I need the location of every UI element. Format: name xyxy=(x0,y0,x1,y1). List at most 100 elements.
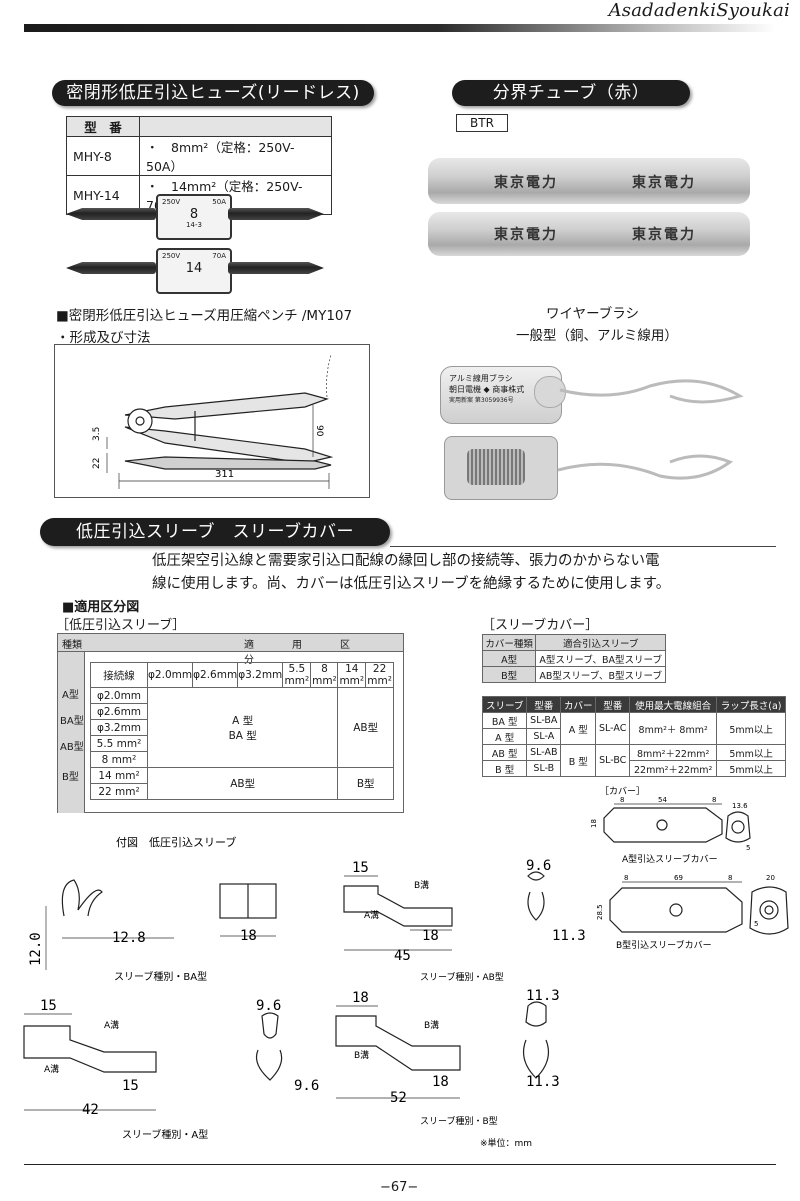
sleeve-section-title: 低圧引込スリーブ スリーブカバー xyxy=(40,518,390,546)
a-sleeve-drawing: 15 A溝 A溝 15 42 スリーブ種別・A型 9.6 9.6 xyxy=(23,998,319,1141)
plier-title: ■密閉形低圧引込ヒューズ用圧縮ペンチ /MY107 xyxy=(56,308,353,324)
dim: 69 xyxy=(674,874,683,882)
unit-note: ※単位：mm xyxy=(480,1137,532,1149)
spec-model: SL-AB xyxy=(526,744,562,761)
plier-drawing-frame: 90 3.5 22 311 xyxy=(54,344,370,498)
dim: 18 xyxy=(432,1074,449,1090)
spec-header: スリーブ xyxy=(481,696,528,713)
spec-cover-model: SL-AC xyxy=(595,712,631,745)
dim: 8 xyxy=(728,874,732,882)
b-cover-drawing: 8 69 8 28.5 20 5 B型引込スリーブカバー xyxy=(596,874,789,951)
ab-sleeve-drawing: 15 B溝 A溝 18 45 スリーブ種別・AB型 9.6 11.3 xyxy=(343,858,586,983)
dim: 8 xyxy=(712,796,716,804)
spec-lap: 5mm以上 xyxy=(716,760,786,777)
cover-type: A型 xyxy=(481,650,537,667)
type-a: A型 xyxy=(62,690,79,701)
fuse-code: 14-3 xyxy=(186,221,202,229)
cover-header: 適合引込スリーブ xyxy=(535,634,666,651)
dim: 15 xyxy=(122,1078,139,1094)
a-cover-drawing: 8 54 8 18 13.6 5 A型引込スリーブカバー xyxy=(590,796,751,865)
cell-ab-2: AB型 xyxy=(146,767,339,800)
sleeve-description-1: 低圧架空引込線と需要家引込口配線の縁回し部の接続等、張力のかからない電 xyxy=(152,553,660,569)
page-number: −67− xyxy=(380,1180,419,1195)
type-header: 種類 xyxy=(62,640,82,651)
classification-title: ■適用区分図 xyxy=(62,600,140,615)
sleeve-description-2: 線に使用します。尚、カバーは低圧引込スリーブを絶縁するために使用します。 xyxy=(152,576,671,592)
fuse-section-title: 密閉形低圧引込ヒューズ(リードレス) xyxy=(52,80,374,106)
grid-row-head: 14 mm² xyxy=(90,767,148,784)
usage-header: 適 用 区 分 xyxy=(244,640,388,666)
dim: 5 xyxy=(746,844,750,852)
dim: 15 xyxy=(352,860,369,876)
cover-fit: AB型スリーブ、B型スリーブ xyxy=(535,666,666,683)
cover-type: B型 xyxy=(481,666,537,683)
plier-drawing: 90 3.5 22 311 xyxy=(92,354,334,489)
brush-label-line: アルミ線用ブラシ xyxy=(449,374,513,383)
section-rule xyxy=(390,546,776,547)
a-caption: スリーブ種別・A型 xyxy=(122,1128,208,1141)
dim: 5 xyxy=(754,920,758,928)
dim: 12.8 xyxy=(112,930,146,946)
dim: 15 xyxy=(40,998,57,1014)
cell-a-ba: A 型 BA 型 xyxy=(146,687,339,768)
ab-caption: スリーブ種別・AB型 xyxy=(420,971,504,983)
right-table-title: ［スリーブカバー］ xyxy=(482,618,599,633)
brush-bristles xyxy=(467,449,525,485)
tube-text: 東京電力 xyxy=(632,175,696,191)
spec-header: 使用最大電線組合 xyxy=(629,696,718,713)
type-ba: BA型 xyxy=(60,716,84,727)
dim: 9.6 xyxy=(256,998,281,1014)
left-table-title: ［低圧引込スリーブ］ xyxy=(56,618,186,633)
dim: 9.6 xyxy=(526,858,551,874)
sleeve-classification-table: 種類 適 用 区 分 A型 BA型 AB型 B型 接続線 φ2.0mm φ2.6… xyxy=(57,633,404,813)
dim-311: 311 xyxy=(215,469,234,480)
spec-model: SL-B xyxy=(526,760,562,777)
grid-row-head: 22 mm² xyxy=(90,783,148,800)
ab-b-groove: B溝 xyxy=(414,879,429,891)
dim: 8 xyxy=(620,796,624,804)
fuse-amp: 50A xyxy=(212,198,226,206)
spec-combo: 8mm²＋ 8mm² xyxy=(629,712,718,745)
cell-ab-1: AB型 xyxy=(337,687,394,768)
grid-row-head: φ2.0mm xyxy=(90,687,148,704)
spec-combo: 8mm²＋22mm² xyxy=(629,744,718,761)
tube-text: 東京電力 xyxy=(494,175,558,191)
b-groove-2: B溝 xyxy=(354,1049,369,1061)
brush-strap xyxy=(557,379,744,480)
dim: 12.0 xyxy=(28,932,44,966)
grid-col-head: φ2.6mm xyxy=(192,662,239,688)
spec-lap: 5mm以上 xyxy=(716,712,786,745)
a-groove-2: A溝 xyxy=(44,1063,59,1075)
fuse-volt: 250V xyxy=(162,198,181,206)
sleeve-drawings: 付図 低圧引込スリーブ ［カバー］ 8 54 8 18 13.6 5 A型引込ス… xyxy=(23,786,789,1149)
dim-90: 90 xyxy=(314,425,324,437)
spec-cover: B 型 xyxy=(560,744,597,777)
brush-caption-2: 一般型（銅、アルミ線用） xyxy=(516,328,678,344)
cover-header: カバー種類 xyxy=(481,634,537,651)
ba-sleeve-drawing: 12.0 12.8 スリーブ種別・BA型 18 xyxy=(28,879,277,983)
dim-3-5: 3.5 xyxy=(92,427,102,441)
spec-sleeve: AB 型 xyxy=(481,744,528,761)
dim: 8 xyxy=(624,874,628,882)
brush-label-line: 実用新案 第3059936号 xyxy=(449,397,514,404)
fuse-volt: 250V xyxy=(162,252,181,260)
grid-row-head: φ3.2mm xyxy=(90,719,148,736)
a-cover-caption: A型引込スリーブカバー xyxy=(622,853,718,865)
dim: 20 xyxy=(766,874,775,882)
spec-sleeve: A 型 xyxy=(481,728,528,745)
grid-row-head: 5.5 mm² xyxy=(90,735,148,752)
grid-col-head: 8 mm² xyxy=(310,662,339,688)
spec-cover: A 型 xyxy=(560,712,597,745)
header-bar xyxy=(24,24,776,32)
dim: 45 xyxy=(394,948,411,964)
tube-code: BTR xyxy=(456,114,508,132)
dim: 9.6 xyxy=(294,1078,319,1094)
connection-grid: 接続線 φ2.0mm φ2.6mm φ3.2mm 5.5 mm² 8 mm² 1… xyxy=(90,662,394,800)
b-sleeve-drawing: 18 B溝 B溝 18 52 スリーブ種別・B型 11.3 11.3 ※単位：m… xyxy=(335,988,560,1149)
fuse-desc: ・ 8mm²（定格：250V-50A） xyxy=(139,136,332,176)
cover-label: ［カバー］ xyxy=(600,786,645,797)
spec-model: SL-A xyxy=(526,728,562,745)
dim: 11.3 xyxy=(526,988,560,1004)
spec-sleeve: B 型 xyxy=(481,760,528,777)
